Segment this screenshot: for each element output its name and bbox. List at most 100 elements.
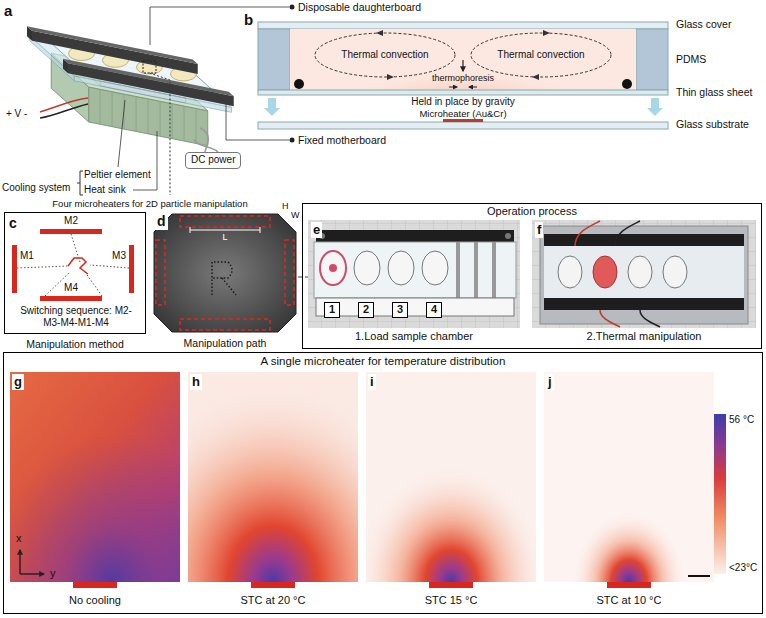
chamber-image xyxy=(180,216,270,227)
chamber-image xyxy=(180,319,270,330)
photo-manipulation xyxy=(532,220,756,328)
node-text: 2.Thermal manipulation xyxy=(532,330,756,343)
process-box: Operation processe1.Load sample chamber1… xyxy=(302,203,762,349)
device-illustration xyxy=(118,100,125,167)
node-text: 1.Load sample chamber xyxy=(308,330,520,343)
heater-label: M1 xyxy=(20,250,34,262)
photo-panel: e1.Load sample chamber1234 xyxy=(308,220,520,346)
photo-load xyxy=(505,233,511,239)
number-box: 1 xyxy=(324,302,340,318)
photo-manipulation xyxy=(558,256,582,288)
cross-section xyxy=(443,119,483,122)
layer-label: Thin glass sheet xyxy=(676,86,752,99)
node-text: h xyxy=(190,374,202,390)
node-text: f xyxy=(535,222,543,238)
device-illustration xyxy=(194,140,218,152)
panel-box: cSwitching sequence: M2-M3-M4-M1-M4Manip… xyxy=(4,212,146,334)
heat-maps xyxy=(10,372,180,582)
heat-maps xyxy=(544,372,714,582)
layer-label: Glass cover xyxy=(676,18,731,31)
photo-load xyxy=(308,220,520,328)
heat-maps xyxy=(366,372,536,582)
device-illustration xyxy=(143,61,156,73)
heater-layout xyxy=(129,245,134,293)
dimension-label: L xyxy=(222,232,227,243)
node-text: Operation process xyxy=(303,205,761,218)
number-box: 2 xyxy=(358,302,374,318)
layer-label: Glass substrate xyxy=(676,118,749,131)
dimension-label: W xyxy=(291,210,300,221)
voltage-label: + V - xyxy=(6,108,27,120)
cross-section xyxy=(315,33,455,77)
node-text: Manipulation path xyxy=(152,337,298,350)
heat-maps xyxy=(10,372,726,588)
heater-layout xyxy=(68,258,88,274)
axis-label: x xyxy=(16,532,22,545)
photo-load xyxy=(316,298,514,316)
photo-manipulation xyxy=(540,226,748,324)
photo-load xyxy=(492,242,496,298)
heat-maps xyxy=(19,550,20,574)
part-label: Peltier element xyxy=(84,169,151,181)
power-box: DC power xyxy=(185,152,241,169)
part-label: Heat sink xyxy=(84,184,126,196)
effect-label: thermophoresis xyxy=(432,73,494,84)
cross-section xyxy=(636,29,668,90)
cross-section xyxy=(264,98,280,116)
heat-maps xyxy=(429,582,473,588)
heater-layout xyxy=(12,245,17,293)
photo-manipulation xyxy=(593,256,617,288)
device-illustration xyxy=(77,171,83,195)
cross-section xyxy=(258,90,668,95)
device-illustration xyxy=(290,5,295,10)
photo-load xyxy=(316,230,514,242)
photo-manipulation xyxy=(544,298,744,310)
photo-panel: f 2.Thermal manipulation xyxy=(532,220,756,346)
heater-label: M2 xyxy=(64,215,78,227)
node-text: 4 xyxy=(431,303,437,317)
photo-manipulation xyxy=(532,220,756,328)
cross-section xyxy=(258,22,668,152)
device-illustration xyxy=(290,138,295,143)
device-illustration xyxy=(63,59,234,97)
cross-section xyxy=(469,87,477,88)
cross-section xyxy=(543,30,550,36)
cross-section xyxy=(258,22,668,29)
node-text: STC 15 °C xyxy=(366,594,536,607)
node-text: Manipulation method xyxy=(5,338,145,351)
heater-layout xyxy=(17,234,129,296)
number-box: 3 xyxy=(392,302,408,318)
cross-section xyxy=(532,74,539,80)
cross-section xyxy=(258,122,668,129)
panel-letter: b xyxy=(244,11,253,29)
heat-maps xyxy=(607,582,651,588)
node-text: STC at 20 °C xyxy=(188,594,358,607)
photo-load xyxy=(354,251,380,285)
flow-label: Thermal convection xyxy=(341,49,428,61)
photo-manipulation xyxy=(575,221,600,246)
note-label: Held in place by gravity xyxy=(411,96,514,108)
flow-label: Thermal convection xyxy=(497,49,584,61)
part-label: Fixed motherboard xyxy=(298,134,386,147)
photo-load xyxy=(320,251,346,285)
dimension-label: H xyxy=(282,201,289,212)
photo-load xyxy=(456,242,460,298)
zoom-connector xyxy=(298,276,308,277)
heat-maps xyxy=(714,414,726,574)
device-illustration xyxy=(27,26,198,64)
cross-section xyxy=(376,30,383,36)
node-text: A single microheater for temperature dis… xyxy=(4,355,762,369)
heater-label: M4 xyxy=(64,282,78,294)
device-illustration xyxy=(27,5,295,196)
cross-section xyxy=(462,60,463,71)
cross-section xyxy=(471,33,611,77)
device-illustration xyxy=(150,73,171,195)
section-heading: Four microheaters for 2D particle manipu… xyxy=(52,198,247,209)
part-label: Microheater (Au&Cr) xyxy=(419,108,506,119)
heater-layout xyxy=(12,229,134,301)
photo-manipulation xyxy=(544,234,744,246)
scale-label: 56 °C xyxy=(729,414,754,426)
heat-map: gNo cooling xyxy=(10,372,180,610)
